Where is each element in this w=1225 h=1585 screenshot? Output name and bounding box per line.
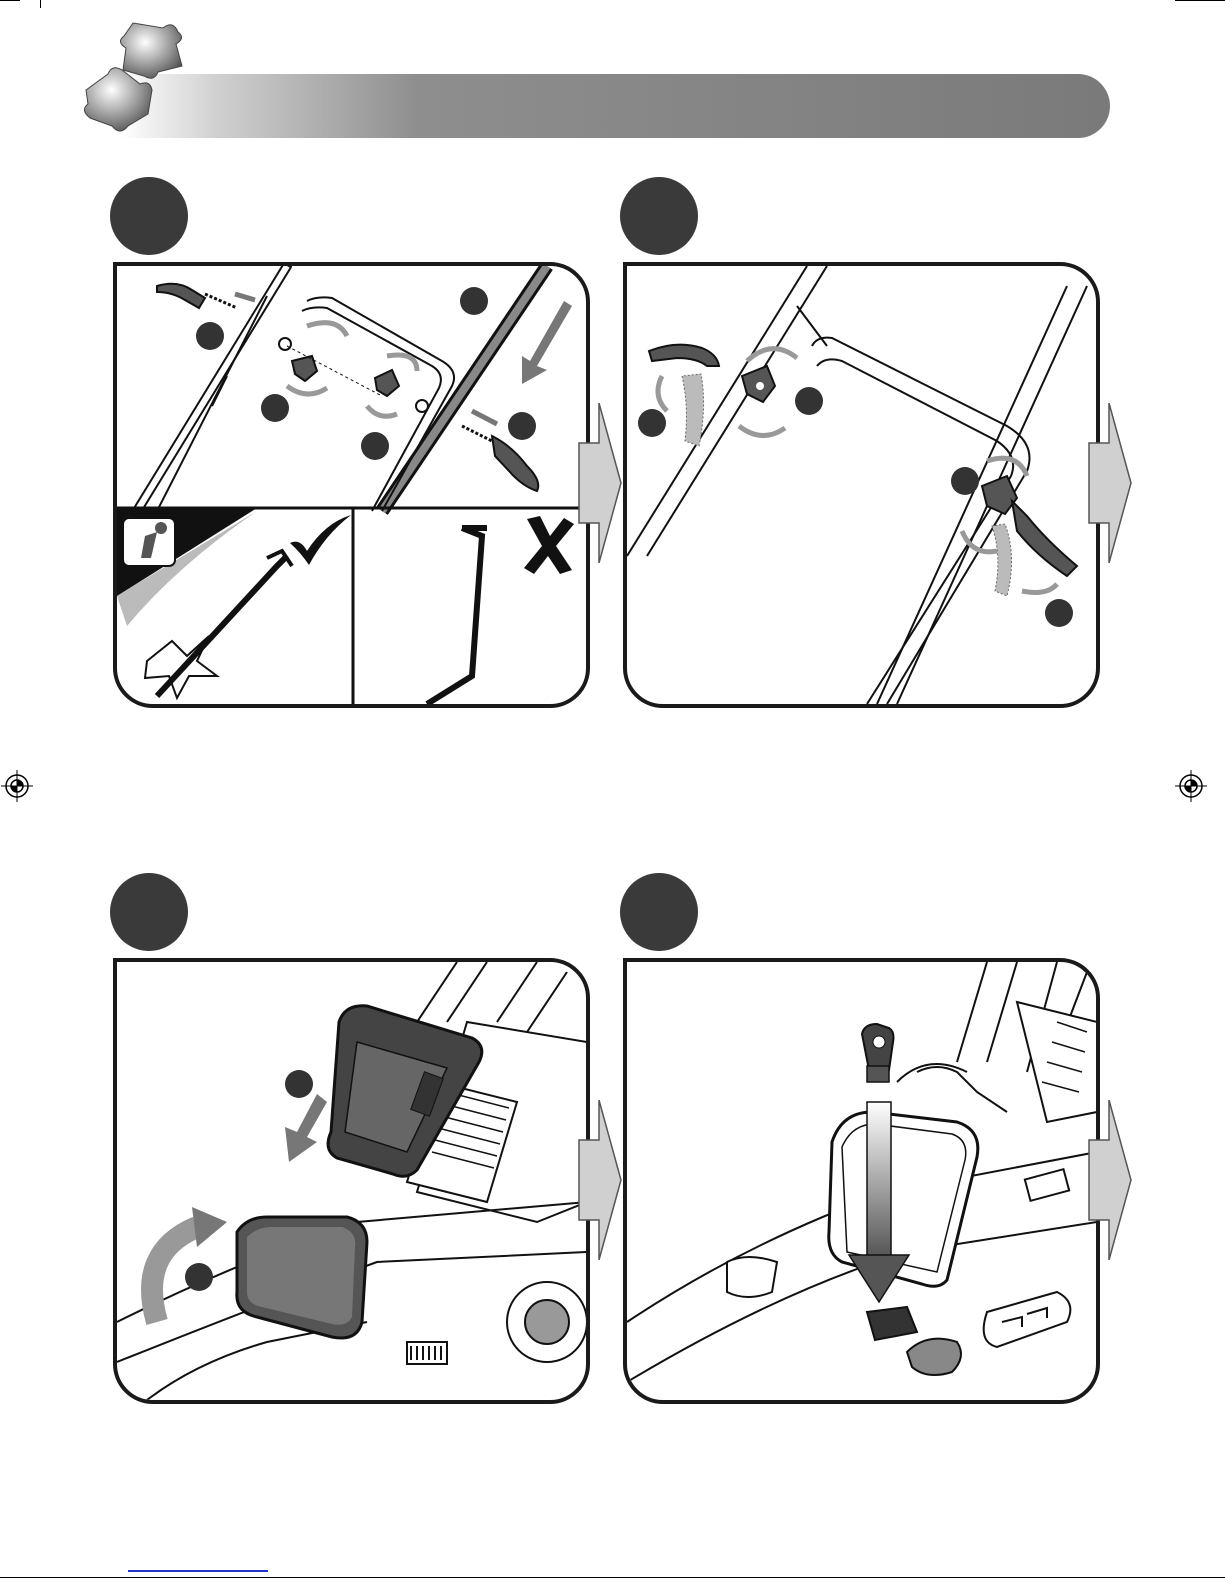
step-4-illustration xyxy=(627,962,1096,1400)
step-3-illustration xyxy=(117,962,586,1400)
step-2-illustration xyxy=(627,266,1096,704)
step-2-panel xyxy=(623,262,1100,708)
step-4-badge xyxy=(620,873,698,951)
footer-rule xyxy=(0,1577,1225,1578)
puzzle-pieces-icon xyxy=(78,18,198,138)
registration-mark-icon xyxy=(1,770,33,802)
step-2-badge xyxy=(620,177,698,255)
step-1-badge xyxy=(110,177,188,255)
step-1-illustration xyxy=(117,266,586,704)
crop-mark-top-left-v xyxy=(40,0,41,8)
step-3-panel xyxy=(113,958,590,1404)
step-3-badge xyxy=(110,873,188,951)
next-step-arrow-icon xyxy=(1087,403,1132,563)
step-1-panel xyxy=(113,262,590,708)
cross-icon xyxy=(522,514,577,576)
next-step-arrow-icon xyxy=(1087,1100,1132,1260)
next-step-arrow-icon xyxy=(577,403,622,563)
section-header-bar xyxy=(120,74,1110,138)
checkmark-icon xyxy=(285,513,355,568)
step-4-panel xyxy=(623,958,1100,1404)
footer-link-underline xyxy=(128,1570,268,1572)
registration-mark-icon xyxy=(1175,770,1207,802)
crop-mark-top-right xyxy=(1175,0,1225,1)
next-step-arrow-icon xyxy=(577,1100,622,1260)
crop-mark-top-left xyxy=(0,0,20,1)
